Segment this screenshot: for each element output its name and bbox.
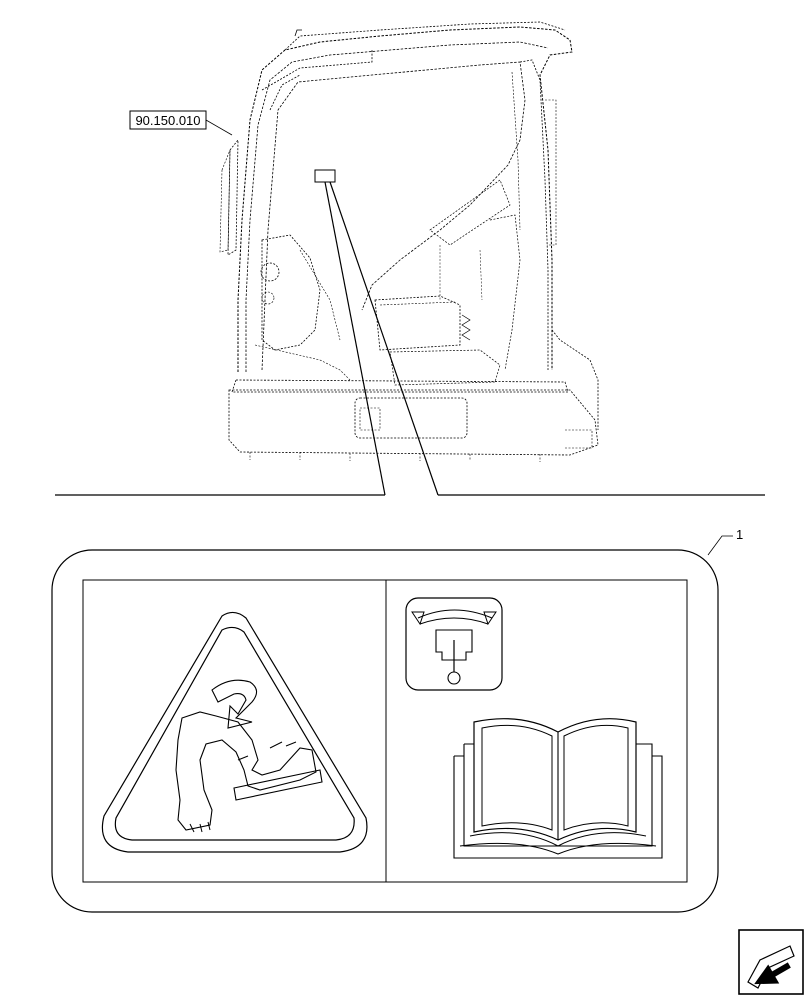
decal-detail — [51, 549, 719, 913]
decal-inner-frame — [82, 579, 688, 883]
safety-lever-icon — [405, 597, 503, 691]
previous-page-arrow-icon[interactable] — [738, 929, 804, 995]
callout-leader — [707, 535, 733, 556]
excavator-rotation-warning-icon — [101, 611, 368, 853]
detail-callout-lines — [55, 181, 765, 496]
decal-outer-border — [51, 549, 719, 913]
decal-location-marker — [314, 169, 336, 183]
operators-manual-book-icon — [453, 718, 663, 859]
reference-label-text: 90.150.010 — [135, 113, 200, 128]
cab-illustration — [219, 21, 599, 462]
reference-leader-line — [205, 119, 233, 136]
reference-label[interactable]: 90.150.010 — [129, 110, 207, 130]
callout-number: 1 — [736, 527, 743, 542]
